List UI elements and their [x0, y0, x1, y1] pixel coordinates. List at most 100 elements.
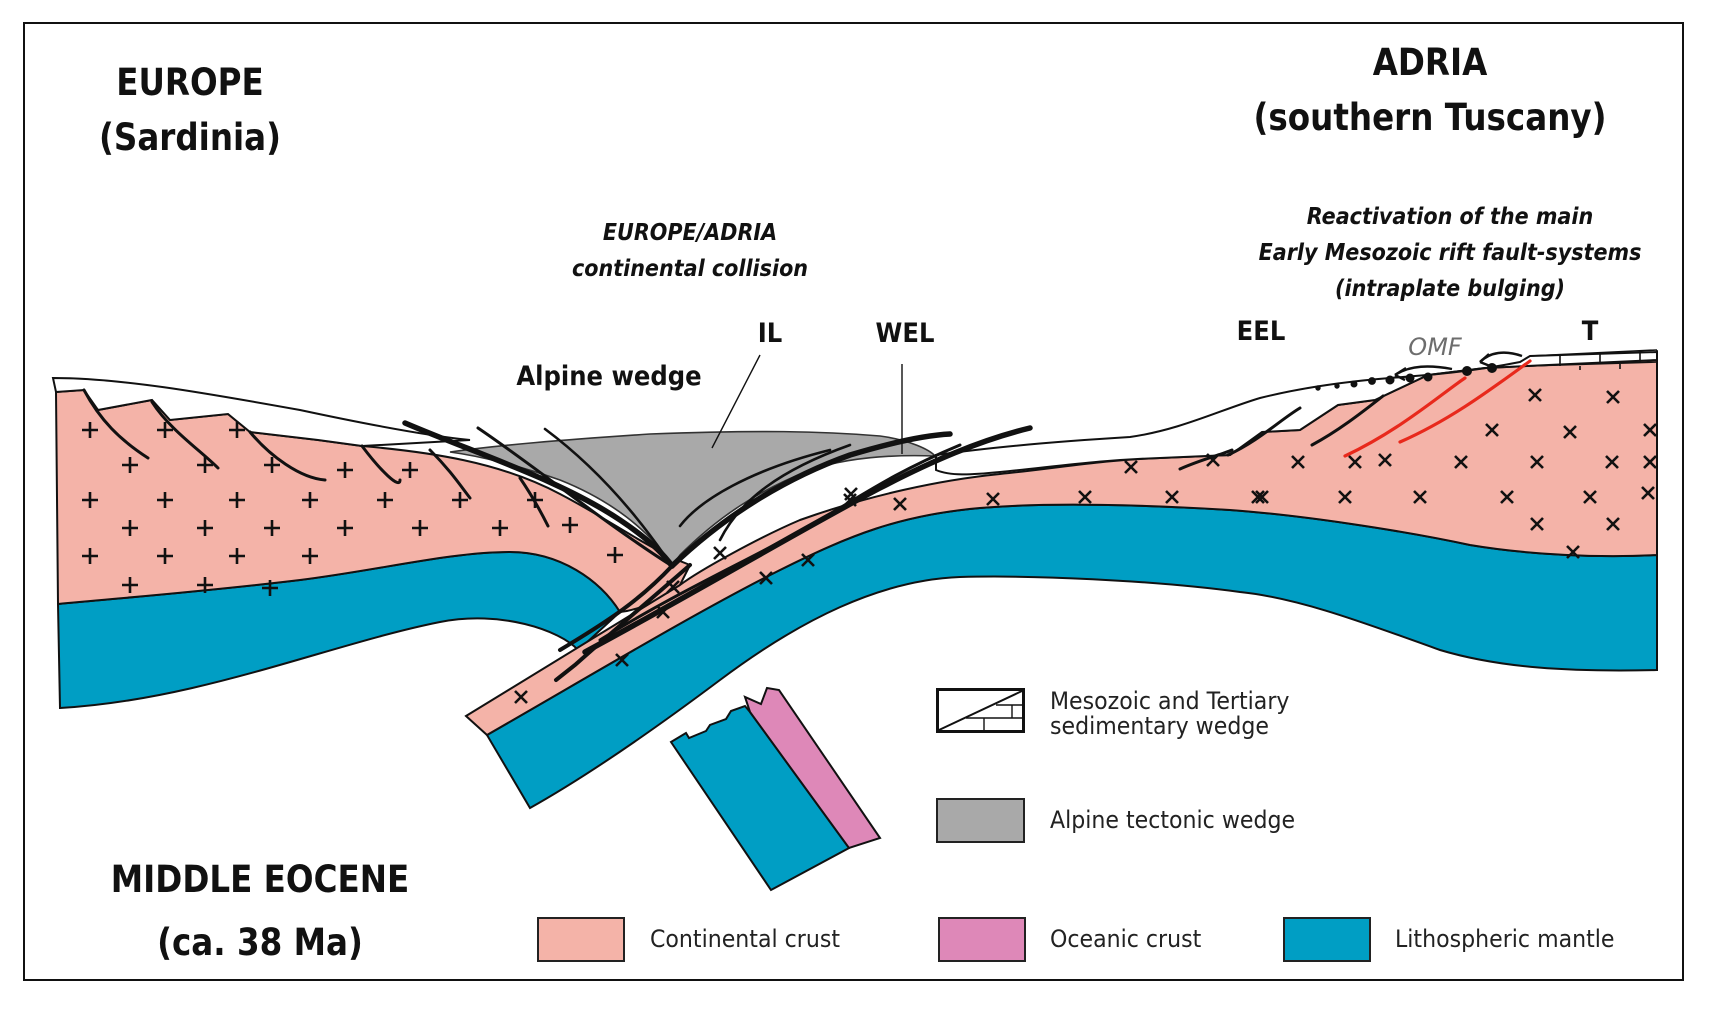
europe-sedimentary-cover: [51, 376, 471, 448]
cross-symbol: [1485, 423, 1499, 437]
adria-sedimentary-cover: [935, 350, 1658, 476]
reactivation-annotation-line1: Reactivation of the main: [1306, 204, 1594, 230]
continental-crust-plus-symbols: [82, 422, 623, 596]
cross-symbol: [893, 497, 907, 511]
plus-symbol: [492, 520, 508, 536]
cross-symbol: [1206, 453, 1220, 467]
sedimentary-wedge-swatch: [936, 688, 1025, 733]
cross-symbol: [1454, 455, 1468, 469]
plus-symbol: [157, 422, 173, 438]
cross-symbol: [1165, 490, 1179, 504]
europe-normal-faults: [82, 388, 550, 528]
reactivated-rift-faults: [1343, 359, 1532, 458]
wel-label: WEL: [875, 318, 935, 349]
plus-symbol: [452, 492, 468, 508]
reactivation-annotation-line3: (intraplate bulging): [1335, 276, 1565, 302]
plus-symbol: [412, 520, 428, 536]
figure-frame: [23, 22, 1684, 981]
plus-symbol: [197, 577, 213, 593]
lithospheric-mantle-label: Lithospheric mantle: [1395, 925, 1615, 953]
cross-symbol: [1606, 517, 1620, 531]
sedimentary-wedge-label-line2: sedimentary wedge: [1050, 712, 1269, 740]
cross-symbol: [666, 580, 680, 594]
detached-slab-oceanic-crust: [743, 686, 882, 850]
plus-symbol: [122, 457, 138, 473]
plus-symbol: [82, 548, 98, 564]
alpine-tectonic-wedge: [449, 430, 937, 568]
cross-symbol: [656, 605, 670, 619]
lithospheric-mantle-swatch: [1283, 917, 1371, 962]
cross-symbol: [843, 493, 857, 507]
plus-symbol: [157, 492, 173, 508]
cross-symbol: [1291, 455, 1305, 469]
plus-symbol: [302, 548, 318, 564]
oceanic-crust-swatch: [938, 917, 1026, 962]
adria-continental-crust: [464, 358, 1658, 737]
il-leader-line: [711, 354, 761, 449]
omf-label: OMF: [1408, 333, 1462, 361]
period-title: MIDDLE EOCENE: [110, 858, 410, 901]
plus-symbol: [82, 492, 98, 508]
period-age: (ca. 38 Ma): [157, 921, 363, 964]
plus-symbol: [82, 422, 98, 438]
cross-symbol: [759, 571, 773, 585]
continental-crust-cross-symbols: [514, 388, 1657, 704]
cross-symbol: [1413, 490, 1427, 504]
plus-symbol: [197, 457, 213, 473]
plus-symbol: [337, 520, 353, 536]
reactivation-annotation-line2: Early Mesozoic rift fault-systems: [1258, 240, 1642, 266]
adria-normal-faults: [1178, 394, 1385, 471]
cross-symbol: [1338, 490, 1352, 504]
plus-symbol: [122, 520, 138, 536]
cross-symbol: [1566, 545, 1580, 559]
cross-symbol: [1563, 425, 1577, 439]
collision-annotation-line1: EUROPE/ADRIA: [602, 220, 778, 246]
cross-symbol: [1530, 517, 1544, 531]
europe-subtitle: (Sardinia): [98, 116, 282, 159]
cross-symbol: [615, 653, 629, 667]
cross-symbol: [1500, 490, 1514, 504]
omf-transport-symbols: [1315, 351, 1523, 391]
sedimentary-wedge-label-line1: Mesozoic and Tertiary: [1050, 687, 1290, 715]
adria-title: ADRIA: [1372, 41, 1488, 84]
cross-symbol: [1530, 455, 1544, 469]
cross-symbol: [514, 690, 528, 704]
plus-symbol: [607, 547, 623, 563]
plus-symbol: [337, 462, 353, 478]
cross-symbol: [1078, 490, 1092, 504]
cross-symbol: [1348, 455, 1362, 469]
plus-symbol: [157, 548, 173, 564]
cross-symbol: [1641, 486, 1655, 500]
collision-annotation-line2: continental collision: [571, 256, 809, 282]
alpine-wedge-label: Alpine wedge: [516, 361, 702, 392]
plus-symbol: [229, 422, 245, 438]
cross-symbol: [1643, 455, 1657, 469]
adria-subtitle: (southern Tuscany): [1253, 96, 1607, 139]
plus-symbol: [264, 457, 280, 473]
cross-symbol: [1378, 453, 1392, 467]
plus-symbol: [377, 492, 393, 508]
plus-symbol: [229, 548, 245, 564]
cross-symbol: [1251, 490, 1265, 504]
alpine-wedge-legend-label: Alpine tectonic wedge: [1050, 806, 1296, 834]
plus-symbol: [122, 577, 138, 593]
il-label: IL: [757, 318, 783, 349]
plus-symbol: [264, 520, 280, 536]
plus-symbol: [562, 517, 578, 533]
plus-symbol: [262, 580, 278, 596]
continental-crust-label: Continental crust: [650, 925, 841, 953]
plus-symbol: [302, 492, 318, 508]
t-label: T: [1581, 316, 1599, 347]
eel-label: EEL: [1236, 316, 1286, 347]
carbonate-platform-T: [1527, 349, 1658, 370]
detached-slab-mantle: [669, 704, 851, 892]
cross-symbol: [986, 492, 1000, 506]
alpine-wedge-swatch: [936, 798, 1025, 843]
cross-symbol: [1606, 390, 1620, 404]
cross-symbol: [1583, 490, 1597, 504]
cross-symbol: [1124, 460, 1138, 474]
plus-symbol: [402, 462, 418, 478]
europe-title: EUROPE: [116, 61, 264, 104]
